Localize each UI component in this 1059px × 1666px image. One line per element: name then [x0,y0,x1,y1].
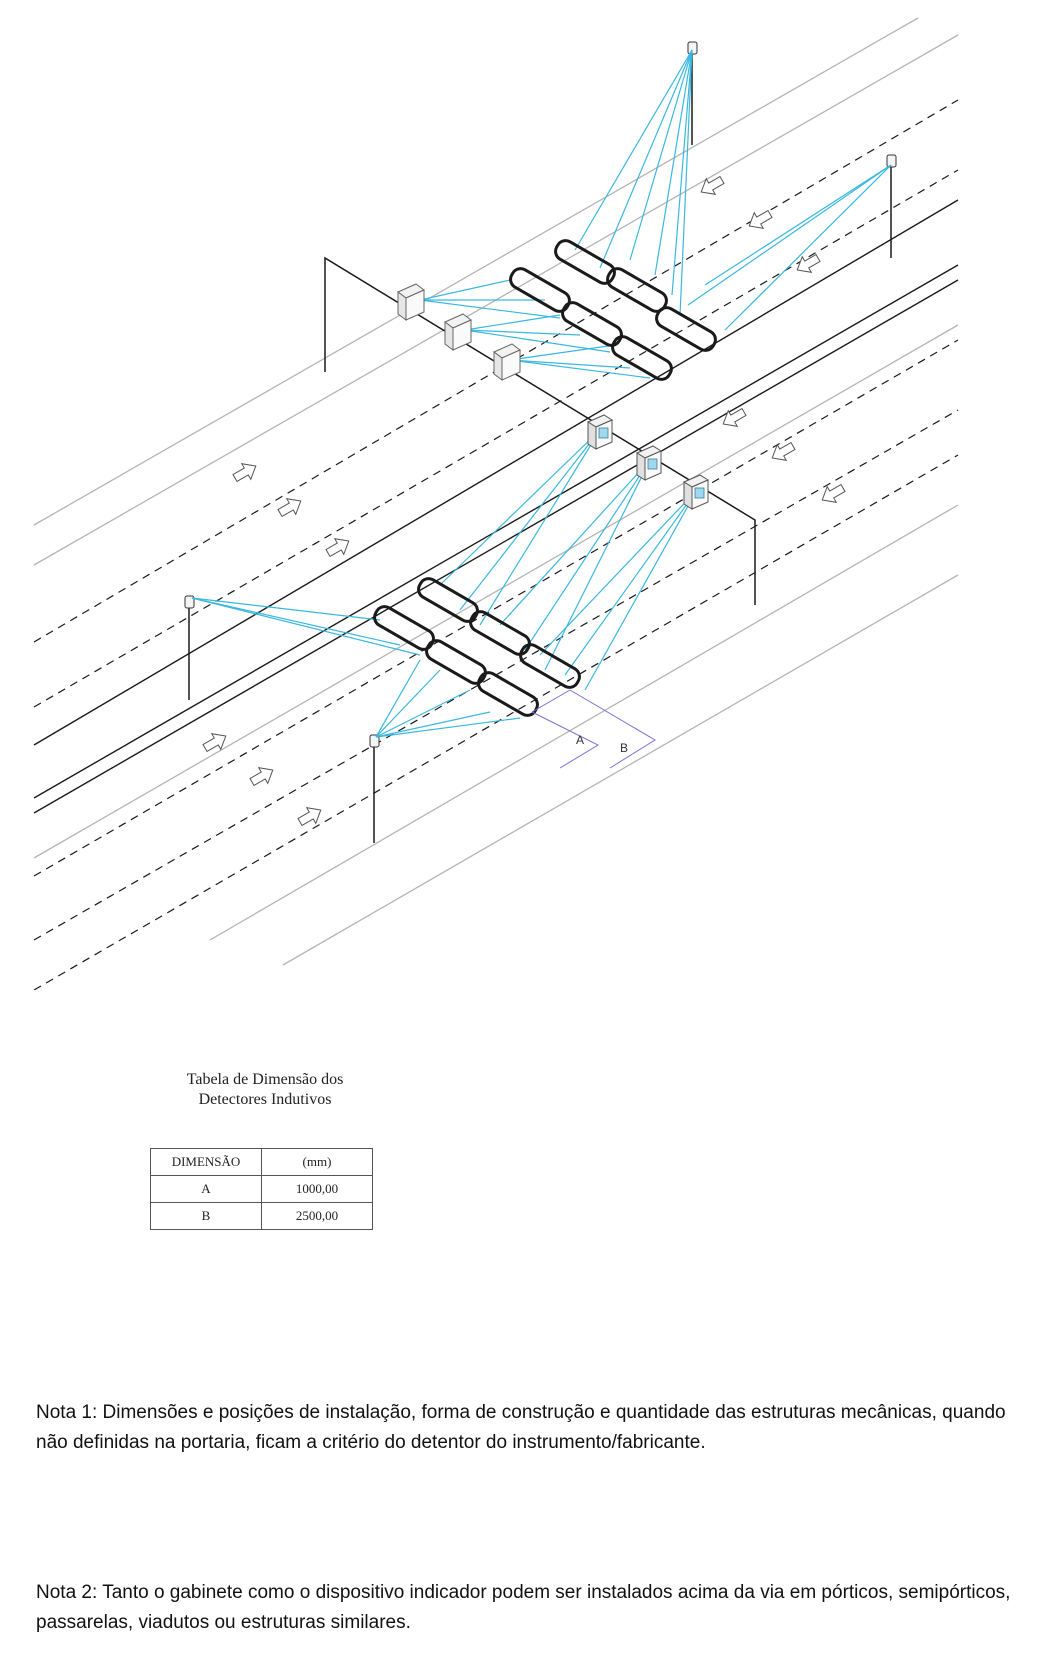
table-title: Tabela de Dimensão dos Detectores Induti… [150,1070,380,1110]
sensor-beams [191,49,892,738]
gantry [324,256,756,605]
table-header-dimension: DIMENSÃO [150,1148,262,1176]
dimension-lines [531,689,656,769]
note-2: Nota 2: Tanto o gabinete como o disposit… [36,1582,1011,1633]
camera-pole-icon [184,41,897,748]
lane-dashes [33,99,959,990]
table-row: A 1000,00 [150,1175,373,1203]
table-header-mm: (mm) [261,1148,373,1176]
table-title-line1: Tabela de Dimensão dos [186,1071,344,1088]
table-header-row: DIMENSÃO (mm) [150,1148,373,1176]
table-title-line2: Detectores Indutivos [198,1091,332,1108]
table-cell: 1000,00 [261,1175,373,1203]
dimension-label-b: B [620,741,628,755]
camera-poles [188,52,892,843]
table-cell: B [150,1202,262,1230]
inductive-loops-bottom [373,577,581,717]
dimension-table: DIMENSÃO (mm) A 1000,00 B 2500,00 [150,1148,373,1230]
table-row: B 2500,00 [150,1202,373,1230]
table-cell: A [150,1175,262,1203]
dimension-label-a: A [576,733,584,747]
note-1: Nota 1: Dimensões e posições de instalaç… [36,1402,1006,1453]
road-installation-diagram: A B [33,17,959,990]
table-cell: 2500,00 [261,1202,373,1230]
inductive-loops-top [509,239,717,381]
road-edges [33,17,959,966]
